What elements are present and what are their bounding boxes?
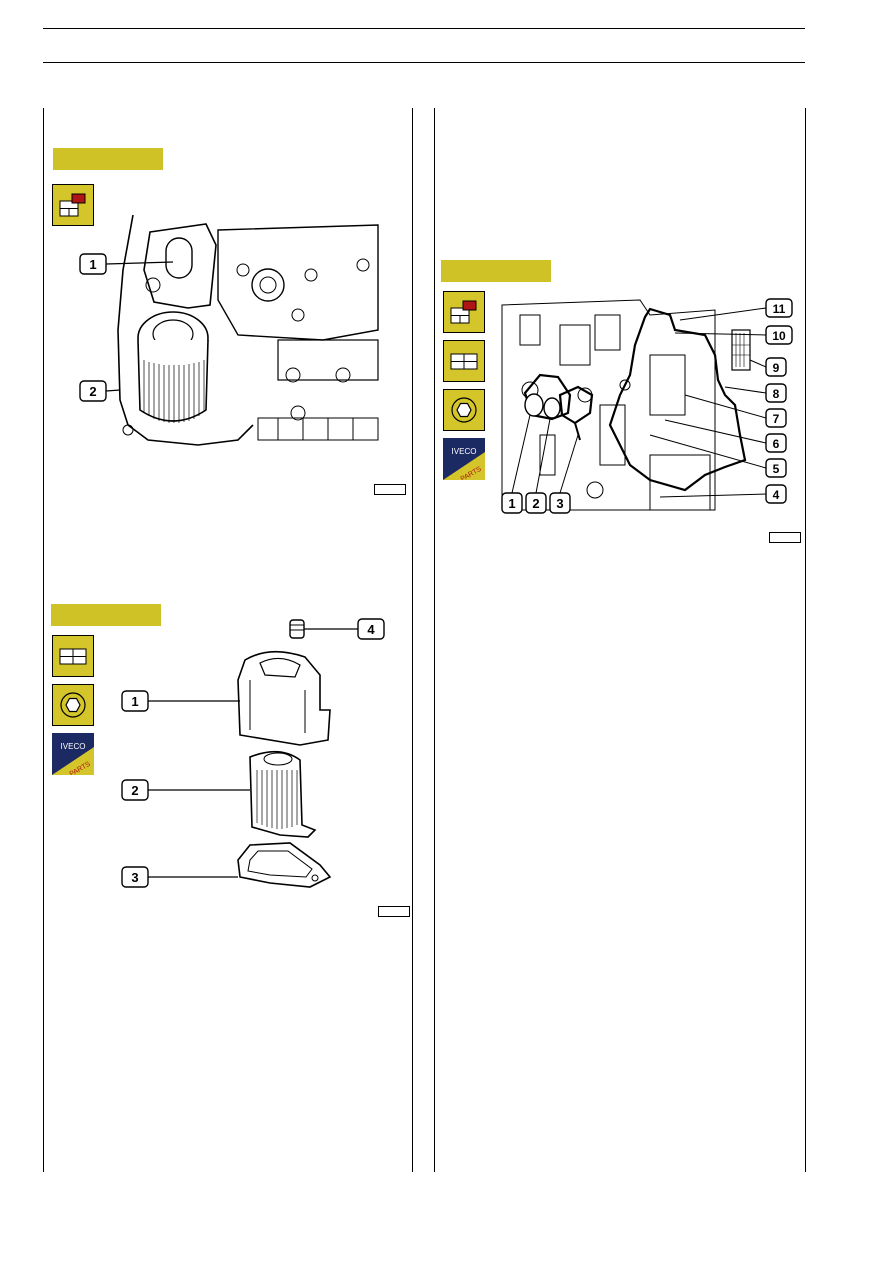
hex-bolt-icon bbox=[52, 684, 94, 726]
figure-label-bar bbox=[53, 148, 163, 170]
callout-label: 3 bbox=[556, 496, 563, 511]
figure-number-box bbox=[378, 906, 410, 917]
callout-label: 9 bbox=[773, 361, 780, 375]
callout-label: 10 bbox=[772, 329, 786, 343]
callout-label: 1 bbox=[89, 257, 96, 272]
callout-label: 2 bbox=[532, 496, 539, 511]
removal-icon bbox=[443, 291, 485, 333]
callout-label: 1 bbox=[508, 496, 515, 511]
right-column-inner-border bbox=[434, 108, 435, 1172]
figure-label-bar bbox=[51, 604, 161, 626]
right-column-border bbox=[805, 108, 806, 1172]
split-panel-icon bbox=[443, 340, 485, 382]
figure-number-box bbox=[769, 532, 801, 543]
callout-label: 3 bbox=[131, 870, 138, 885]
hex-bolt-icon bbox=[443, 389, 485, 431]
callout-label: 7 bbox=[773, 412, 780, 426]
header-rule-top bbox=[43, 28, 805, 29]
header-rule-bottom bbox=[43, 62, 805, 63]
figure-number-box bbox=[374, 484, 406, 495]
callout-label: 6 bbox=[773, 437, 780, 451]
callout-label: 1 bbox=[131, 694, 138, 709]
callout-label: 2 bbox=[89, 384, 96, 399]
callout-label: 4 bbox=[367, 622, 375, 637]
callout-label: 2 bbox=[131, 783, 138, 798]
iveco-label: IVECO bbox=[452, 447, 477, 456]
valve-body-filter-illustration: 1 2 bbox=[78, 210, 383, 455]
iveco-parts-icon: IVECO PARTS bbox=[443, 438, 485, 480]
iveco-label: IVECO bbox=[61, 742, 86, 751]
iveco-parts-icon: IVECO PARTS bbox=[52, 733, 94, 775]
callout-label: 8 bbox=[773, 387, 780, 401]
removal-icon bbox=[52, 184, 94, 226]
left-column-inner-border bbox=[412, 108, 413, 1172]
solenoid-valve-body-illustration: 1 2 3 11 10 9 8 7 6 5 4 bbox=[500, 295, 798, 522]
callout-label: 11 bbox=[773, 302, 786, 316]
callout-label: 5 bbox=[773, 462, 780, 476]
filter-parts-exploded-illustration: 4 1 2 3 bbox=[120, 615, 400, 905]
callout-label: 4 bbox=[773, 488, 780, 502]
figure-label-bar bbox=[441, 260, 551, 282]
split-panel-icon bbox=[52, 635, 94, 677]
left-column-border bbox=[43, 108, 44, 1172]
